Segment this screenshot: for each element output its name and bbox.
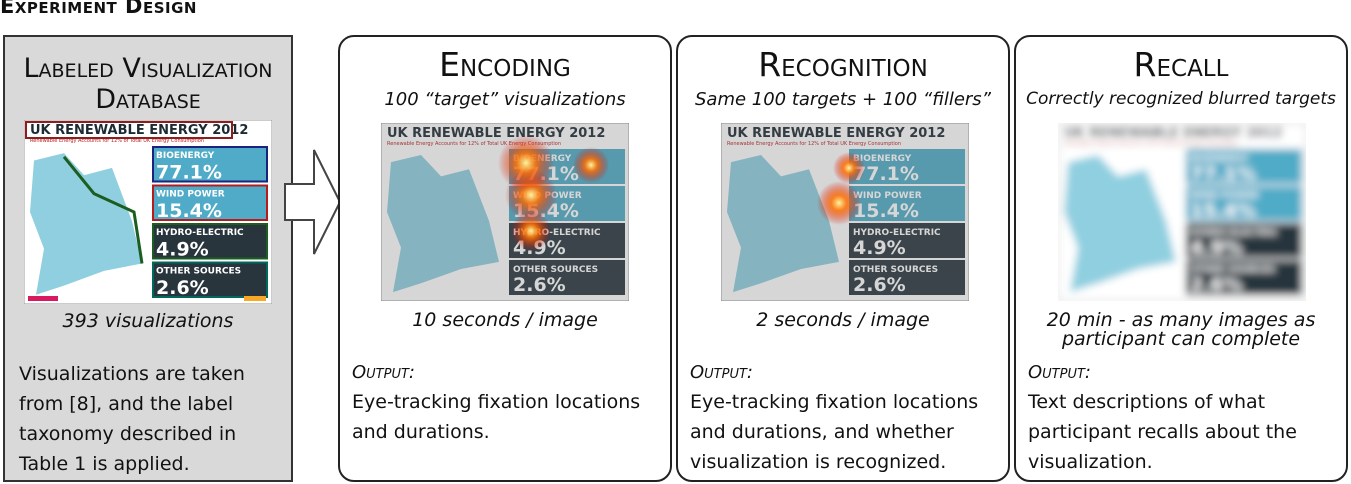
output-label: Output: — [690, 362, 753, 383]
thumb-row-label: OTHER SOURCES — [156, 267, 241, 277]
thumb-row-value: 15.4% — [156, 200, 222, 222]
thumb-title: UK RENEWABLE ENERGY 2012 — [30, 123, 248, 138]
thumb-subtitle: Renewable Energy Accounts for 12% of Tot… — [1064, 141, 1238, 147]
database-panel: Labeled Visualization Database BIOENERGY… — [3, 35, 293, 482]
thumb-row-value: 77.1% — [156, 162, 222, 184]
thumb-row-value: 2.6% — [853, 274, 906, 296]
stage-title: Encoding — [439, 45, 571, 84]
thumb-row-value: 2.6% — [1190, 274, 1243, 296]
database-title-line2: Database — [95, 84, 201, 115]
thumb-row-label: OTHER SOURCES — [853, 265, 938, 275]
thumb-row-value: 2.6% — [513, 274, 566, 296]
database-title: Labeled Visualization Database — [5, 53, 291, 115]
map-land-shape — [387, 155, 499, 293]
thumb-row-label: HYDRO-ELECTRIC — [156, 228, 244, 238]
database-title-line1: Labeled Visualization — [23, 53, 273, 84]
stage-panel-encoding: Encoding 100 “target” visualizations BIO… — [338, 35, 672, 482]
output-text: Eye-tracking fixation locations and dura… — [352, 391, 641, 443]
fixation-heat-spot — [817, 181, 861, 225]
thumb-subtitle: Renewable Energy Accounts for 12% of Tot… — [387, 141, 561, 147]
thumb-title: UK RENEWABLE ENERGY 2012 — [727, 126, 945, 141]
thumb-row-label: WIND POWER — [1190, 191, 1259, 201]
thumb-title: UK RENEWABLE ENERGY 2012 — [387, 126, 605, 141]
thumb-row-label: OTHER SOURCES — [513, 265, 598, 275]
thumb-row-value: 2.6% — [156, 277, 209, 299]
fixation-heat-spot — [573, 147, 609, 183]
stage-subtitle: Correctly recognized blurred targets — [1026, 89, 1336, 109]
thumb-row-value: 4.9% — [1190, 237, 1243, 259]
thumb-subtitle: Renewable Energy Accounts for 12% of Tot… — [727, 141, 901, 147]
database-count: 393 visualizations — [62, 310, 234, 332]
stage-timing: 20 min - as many images as participant c… — [1046, 309, 1316, 350]
map-land-shape — [30, 153, 142, 295]
fixation-heat-spot — [833, 152, 865, 184]
map-land-shape — [727, 155, 839, 293]
fixation-heat-spot — [498, 135, 554, 191]
thumb-row-value: 15.4% — [853, 200, 919, 222]
thumb-row-label: WIND POWER — [853, 191, 922, 201]
thumb-row-label: HYDRO-ELECTRIC — [1190, 228, 1278, 238]
stage-title: Recognition — [758, 45, 928, 84]
thumb-row-value: 15.4% — [1190, 200, 1256, 222]
thumb-row-label: WIND POWER — [156, 190, 225, 200]
output-text: Eye-tracking fixation locations and dura… — [690, 391, 979, 473]
thumb-row-label: HYDRO-ELECTRIC — [513, 228, 601, 238]
map-land-shape — [1064, 155, 1176, 293]
output-text: Text descriptions of what participant re… — [1028, 391, 1297, 473]
thumb-row-label: OTHER SOURCES — [1190, 265, 1275, 275]
thumb-row-label: BIOENERGY — [156, 151, 215, 161]
thumb-subtitle: Renewable Energy Accounts for 12% of Tot… — [30, 138, 204, 144]
thumb-row-value: 77.1% — [1190, 163, 1256, 185]
thumb-row-label: BIOENERGY — [1190, 154, 1249, 164]
stage-subtitle: Same 100 targets + 100 “fillers” — [694, 89, 992, 110]
thumb-title: UK RENEWABLE ENERGY 2012 — [1064, 126, 1282, 141]
stage-timing: 2 seconds / image — [756, 309, 930, 331]
output-label: Output: — [1028, 362, 1091, 383]
stage-title: Recall — [1133, 45, 1229, 84]
thumb-row-value: 77.1% — [853, 163, 919, 185]
section-header: Experiment Design — [0, 0, 197, 18]
thumb-row-label: HYDRO-ELECTRIC — [853, 228, 941, 238]
stage-subtitle: 100 “target” visualizations — [384, 89, 626, 110]
database-description: Visualizations are taken from [8], and t… — [19, 363, 245, 475]
flow-arrow-icon — [284, 149, 342, 255]
output-label: Output: — [352, 362, 415, 383]
thumb-row-value: 4.9% — [156, 239, 209, 261]
fixation-heat-spot — [511, 211, 551, 251]
thumb-row-value: 4.9% — [853, 237, 906, 259]
thumb-row-label: BIOENERGY — [853, 154, 912, 164]
stage-panel-recognition: Recognition Same 100 targets + 100 “fill… — [676, 35, 1010, 482]
stage-timing: 10 seconds / image — [412, 309, 598, 331]
stage-panel-recall: Recall Correctly recognized blurred targ… — [1014, 35, 1348, 482]
